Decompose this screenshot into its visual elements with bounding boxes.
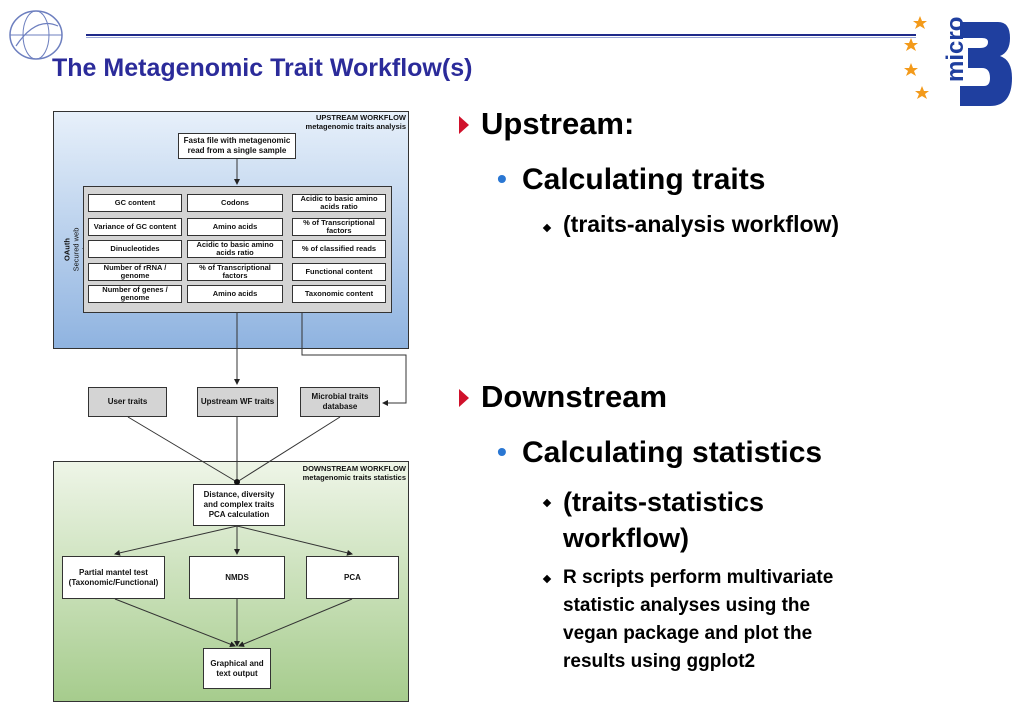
trait-cell: Acidic to basic amino acids ratio — [292, 194, 386, 212]
downstream-detail-diamond — [542, 498, 552, 508]
downstream-note-diamond — [542, 574, 552, 584]
microbial-db-box: Microbial traits database — [300, 387, 380, 417]
trait-cell: Number of rRNA / genome — [88, 263, 182, 281]
upstream-bullet-marker — [459, 116, 469, 134]
header-rule — [86, 34, 916, 36]
upstream-detail-diamond — [542, 223, 552, 233]
trait-cell: Number of genes / genome — [88, 285, 182, 303]
distance-calc-box: Distance, diversity and complex traits P… — [193, 484, 285, 526]
trait-cell: Dinucleotides — [88, 240, 182, 258]
upstream-wf-traits-box: Upstream WF traits — [197, 387, 278, 417]
trait-cell: Codons — [187, 194, 283, 212]
trait-cell: Variance of GC content — [88, 218, 182, 236]
trait-cell: Functional content — [292, 263, 386, 281]
output-box: Graphical and text output — [203, 648, 271, 689]
trait-cell: % of Transcriptional factors — [187, 263, 283, 281]
trait-cell: % of classified reads — [292, 240, 386, 258]
mantel-test-box: Partial mantel test (Taxonomic/Functiona… — [62, 556, 165, 599]
trait-cell: Acidic to basic amino acids ratio — [187, 240, 283, 258]
micro3-logo: micro — [902, 8, 1014, 112]
downstream-sub-dot: • — [497, 436, 507, 467]
upstream-sub-dot: • — [497, 163, 507, 194]
upstream-header: UPSTREAM WORKFLOW metagenomic traits ana… — [305, 113, 406, 131]
downstream-bullet-marker — [459, 389, 469, 407]
downstream-heading: Downstream — [481, 379, 668, 414]
header-rule-light — [86, 37, 916, 38]
user-traits-box: User traits — [88, 387, 167, 417]
trait-cell: Amino acids — [187, 218, 283, 236]
pca-box: PCA — [306, 556, 399, 599]
nmds-box: NMDS — [189, 556, 285, 599]
downstream-sub: Calculating statistics — [522, 436, 823, 469]
trait-cell: % of Transcriptional factors — [292, 218, 386, 236]
upstream-detail: (traits-analysis workflow) — [563, 211, 840, 237]
trait-cell: Taxonomic content — [292, 285, 386, 303]
downstream-detail: (traits-statistics workflow) — [563, 487, 765, 553]
upstream-sub: Calculating traits — [522, 163, 766, 196]
downstream-header: DOWNSTREAM WORKFLOW metagenomic traits s… — [302, 464, 406, 482]
slide-title: The Metagenomic Trait Workflow(s) — [52, 54, 473, 82]
logo-text: micro — [942, 16, 969, 82]
workflow-diagram: UPSTREAM WORKFLOW metagenomic traits ana… — [0, 0, 430, 708]
input-fasta-box: Fasta file with metagenomic read from a … — [178, 133, 296, 159]
trait-cell: Amino acids — [187, 285, 283, 303]
downstream-note: R scripts perform multivariate statistic… — [563, 567, 834, 672]
conference-logo — [6, 6, 68, 69]
trait-cell: GC content — [88, 194, 182, 212]
upstream-heading: Upstream: — [481, 106, 635, 141]
